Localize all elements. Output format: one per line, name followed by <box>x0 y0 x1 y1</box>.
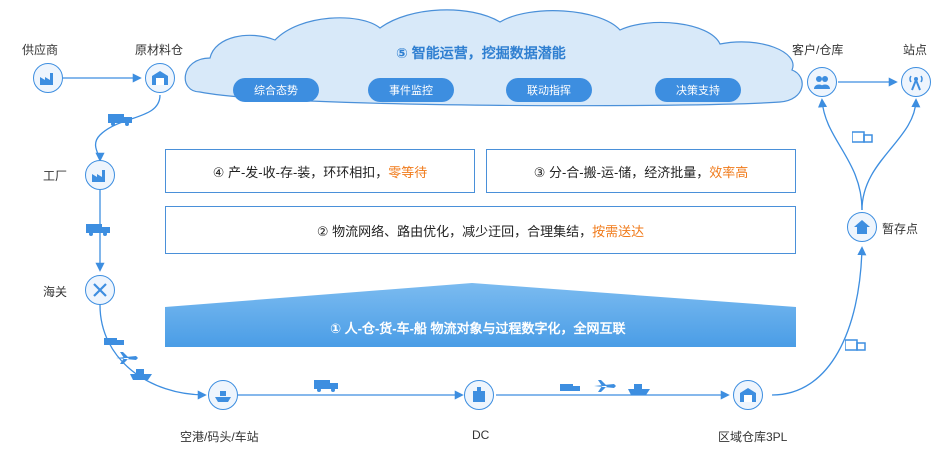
cloud-title: ⑤ 智能运营，挖掘数据潜能 <box>396 45 566 61</box>
digitization-base <box>165 283 796 347</box>
house-icon <box>847 212 877 242</box>
pill-linked-command: 联动指挥 <box>506 78 592 102</box>
box4-highlight: 零等待 <box>388 164 428 180</box>
cloud-shape <box>184 9 803 107</box>
label-customer: 客户/仓库 <box>792 43 844 57</box>
truck-icon <box>560 384 580 391</box>
ship-icon <box>628 384 650 395</box>
plane-icon <box>116 352 138 364</box>
box2-highlight: 按需送达 <box>592 223 645 239</box>
box-high-efficiency: ③ 分-合-搬-运-储，经济批量，效率高 <box>486 149 796 193</box>
ship-icon <box>130 369 152 380</box>
box-zero-wait: ④ 产-发-收-存-装，环环相扣，零等待 <box>165 149 475 193</box>
box3-text: ③ 分-合-搬-运-储，经济批量， <box>533 164 710 180</box>
label-temp-store: 暂存点 <box>882 222 919 236</box>
pill-decision-support: 决策支持 <box>655 78 741 102</box>
tools-icon <box>85 275 115 305</box>
label-port: 空港/码头/车站 <box>180 430 259 444</box>
box2-text: ② 物流网络、路由优化，减少迂回，合理集结， <box>316 223 593 239</box>
label-supplier: 供应商 <box>22 43 59 57</box>
label-factory: 工厂 <box>43 169 68 183</box>
warehouse-icon <box>733 380 763 410</box>
package-truck-icon <box>852 131 873 143</box>
label-raw-warehouse: 原材料仓 <box>135 43 184 57</box>
truck-icon <box>104 338 124 345</box>
base-text: ① 人-仓-货-车-船 物流对象与过程数字化，全网互联 <box>330 321 626 336</box>
people-icon <box>807 67 837 97</box>
truck-icon <box>86 224 110 236</box>
pill-event-monitor: 事件监控 <box>368 78 454 102</box>
box4-text: ④ 产-发-收-存-装，环环相扣， <box>212 164 389 180</box>
package-truck-icon <box>845 339 866 351</box>
antenna-icon <box>901 67 931 97</box>
factory-icon <box>85 160 115 190</box>
pill-overall-situation: 综合态势 <box>233 78 319 102</box>
label-regional-warehouse: 区域仓库3PL <box>718 430 788 444</box>
label-customs: 海关 <box>43 285 68 299</box>
plane-icon <box>594 380 616 392</box>
factory-icon <box>33 63 63 93</box>
building-icon <box>464 380 494 410</box>
warehouse-icon <box>145 63 175 93</box>
ship-icon <box>208 380 238 410</box>
truck-icon <box>108 114 132 126</box>
label-station: 站点 <box>903 43 928 57</box>
box-on-demand: ② 物流网络、路由优化，减少迂回，合理集结，按需送达 <box>165 206 796 254</box>
box3-highlight: 效率高 <box>709 164 749 180</box>
truck-icon <box>314 380 338 392</box>
label-dc: DC <box>472 428 490 442</box>
